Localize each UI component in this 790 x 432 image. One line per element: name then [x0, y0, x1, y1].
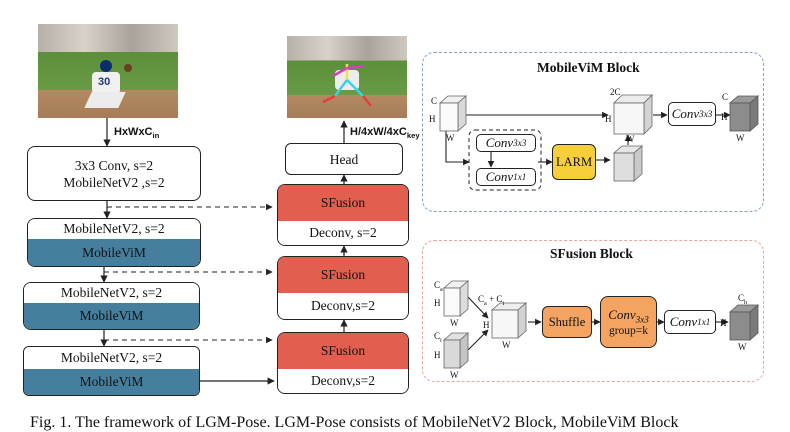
output-photo [287, 36, 407, 118]
stem-line1: 3x3 Conv, s=2 [74, 157, 154, 173]
head-box: Head [285, 143, 403, 175]
stage-2: MobileNetV2, s=2 MobileViM [23, 282, 200, 330]
sf-csum-w: W [502, 340, 511, 350]
sf-ci-h: H [434, 350, 441, 360]
cube-output-vim [728, 95, 760, 132]
sf-ci-w: W [450, 370, 459, 380]
vim-in-c: C [431, 96, 438, 106]
sf-ca-label: Ca [434, 280, 443, 293]
mobilevim-panel [422, 52, 764, 212]
sf-ch-label: Ch [738, 293, 748, 306]
mobilevim-title: MobileViM Block [537, 60, 640, 75]
sf-csum-h: H [483, 320, 490, 330]
stem-line2: MobileNetV2 ,s=2 [63, 174, 165, 190]
fusion-2-bottom: Deconv,s=2 [278, 293, 408, 319]
stage-1-top: MobileNetV2, s=2 [28, 219, 200, 239]
sfusion-arrows [467, 296, 729, 351]
fusion-1: SFusion Deconv, s=2 [277, 184, 409, 246]
sf-out-h: H [720, 318, 727, 328]
output-dim-label: H/4xW/4xCkey [350, 126, 420, 141]
vim-cat-h: H [605, 114, 612, 124]
stage-1-bottom: MobileViM [28, 239, 200, 266]
stage-3: MobileNetV2, s=2 MobileViM [23, 346, 200, 396]
fusion-3: SFusion Deconv,s=2 [277, 332, 409, 394]
sf-out-w: W [738, 342, 747, 352]
sf-ca-h: H [434, 298, 441, 308]
vim-cat-c: 2C [610, 87, 621, 97]
head-label: Head [329, 151, 359, 167]
sfusion-panel [422, 240, 764, 382]
cube-output-sf [728, 304, 760, 341]
cube-input-vim [438, 95, 468, 132]
stage-3-bottom: MobileViM [24, 369, 199, 395]
cube-concat-vim [613, 94, 653, 135]
shuffle-box: Shuffle [542, 306, 592, 338]
input-photo: 30 [38, 24, 178, 118]
fusion-2-top: SFusion [278, 257, 408, 293]
sf-ca-w: W [450, 318, 459, 328]
cube-larm-out [612, 145, 644, 182]
sf-csum-label: Ca + Ci [478, 294, 505, 307]
sf-ci-label: Ci [434, 331, 442, 344]
cube-input-a [442, 280, 470, 317]
fusion-3-top: SFusion [278, 333, 408, 369]
stage-3-top: MobileNetV2, s=2 [24, 347, 199, 369]
fusion-2: SFusion Deconv,s=2 [277, 256, 409, 320]
stem-box: 3x3 Conv, s=2 MobileNetV2 ,s=2 [27, 146, 201, 201]
vim-out-c: C [722, 92, 729, 102]
skeleton-overlay [322, 64, 372, 107]
fusion-1-bottom: Deconv, s=2 [278, 221, 408, 245]
input-dim-label: HxWxCin [114, 126, 160, 141]
cube-concat-sf [490, 302, 528, 339]
vim-out-w: W [736, 133, 745, 143]
fusion-3-bottom: Deconv,s=2 [278, 369, 408, 393]
conv-group-dashed [468, 129, 542, 191]
vim-cat-w: W [626, 134, 635, 144]
cube-input-i [442, 332, 470, 369]
vim-in-h: H [429, 114, 436, 124]
vim-in-w: W [446, 133, 455, 143]
vim-out-h: H [721, 112, 728, 122]
fusion-1-top: SFusion [278, 185, 408, 221]
sfusion-title: SFusion Block [550, 246, 633, 261]
figure-caption: Fig. 1. The framework of LGM-Pose. LGM-P… [30, 414, 679, 431]
stage-1: MobileNetV2, s=2 MobileViM [27, 218, 201, 267]
stage-2-bottom: MobileViM [24, 303, 199, 329]
group-conv-box: Conv3x3 group=k [600, 296, 657, 348]
mobilevim-arrows [445, 111, 731, 168]
stage-2-top: MobileNetV2, s=2 [24, 283, 199, 303]
larm-box: LARM [552, 144, 596, 180]
